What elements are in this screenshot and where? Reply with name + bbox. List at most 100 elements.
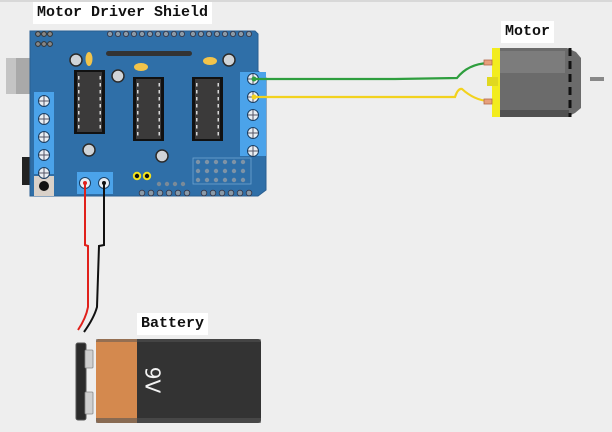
ic-pin xyxy=(99,97,101,101)
grid-pins xyxy=(195,159,246,183)
ic-pin xyxy=(217,104,219,108)
grid-pin xyxy=(195,159,201,165)
header-pin xyxy=(147,189,155,197)
battery-edge-top xyxy=(96,339,261,342)
digital-header-pins xyxy=(107,30,252,37)
ic-pin xyxy=(78,111,80,115)
motor-terminal-1 xyxy=(483,59,493,66)
header-pin xyxy=(213,30,220,37)
ic-pin xyxy=(217,83,219,87)
header-pin xyxy=(162,30,169,37)
header-pin xyxy=(115,30,122,37)
battery-clip xyxy=(75,342,87,421)
grid-pin xyxy=(195,168,201,174)
header-pin xyxy=(156,181,162,187)
motor-brush-holder xyxy=(487,77,498,86)
header-pin xyxy=(209,189,217,197)
header-pin xyxy=(237,30,244,37)
header-pin xyxy=(107,30,114,37)
ic-pin xyxy=(217,90,219,94)
grid-pin xyxy=(231,159,237,165)
ic-pin xyxy=(217,111,219,115)
motor-wire-green[interactable] xyxy=(254,61,489,81)
wires xyxy=(77,61,489,333)
ic-pin xyxy=(137,118,139,122)
header-pin xyxy=(218,189,226,197)
grid-pin xyxy=(240,177,246,183)
ic-pin xyxy=(196,132,198,136)
motor-driver-shield[interactable] xyxy=(6,30,267,197)
ic-pin xyxy=(78,97,80,101)
battery-terminal-negative xyxy=(84,391,94,415)
grid-pin xyxy=(222,159,228,165)
motor-body-shadow xyxy=(499,110,569,117)
ic-pin xyxy=(158,125,160,129)
header-pin xyxy=(174,189,182,197)
ic-pin xyxy=(78,104,80,108)
servo-header-grid xyxy=(192,157,252,185)
ic-pin xyxy=(196,90,198,94)
ic-pin xyxy=(158,83,160,87)
header-pin xyxy=(183,189,191,197)
left-terminal-screws xyxy=(38,95,50,179)
battery-wire-red[interactable] xyxy=(77,183,89,331)
header-pin xyxy=(138,189,146,197)
ic-pin xyxy=(196,83,198,87)
battery-wire-black[interactable] xyxy=(83,183,105,333)
ic-pin xyxy=(196,111,198,115)
ic-pin xyxy=(137,83,139,87)
grid-pin xyxy=(222,177,228,183)
grid-pin xyxy=(240,168,246,174)
ic-pin xyxy=(217,132,219,136)
ic-pin xyxy=(158,104,160,108)
ic-pin xyxy=(196,125,198,129)
ic-pin xyxy=(217,118,219,122)
shield-label: Motor Driver Shield xyxy=(33,2,213,24)
ceramic-caps xyxy=(85,52,217,71)
ic-pin xyxy=(99,83,101,87)
ic-pin xyxy=(99,104,101,108)
header-pin xyxy=(229,30,236,37)
header-pin xyxy=(130,30,137,37)
dc-motor[interactable] xyxy=(483,48,604,117)
ic-pin xyxy=(78,90,80,94)
grid-pin xyxy=(222,168,228,174)
motor-shaft xyxy=(590,77,604,81)
ic-pin xyxy=(196,118,198,122)
ic-pin xyxy=(99,118,101,122)
analog-power-header-pins xyxy=(138,181,253,197)
header-pin xyxy=(164,181,170,187)
header-pin xyxy=(205,30,212,37)
ic-pin xyxy=(99,90,101,94)
ic-pin xyxy=(137,90,139,94)
servo-headers xyxy=(35,31,53,47)
ic-pin xyxy=(217,97,219,101)
grid-pin xyxy=(213,177,219,183)
header-pin xyxy=(245,189,253,197)
ic-pin xyxy=(78,118,80,122)
ic-pin xyxy=(137,125,139,129)
ic-pin xyxy=(158,118,160,122)
battery-edge-bottom xyxy=(96,418,261,423)
ic-pin xyxy=(158,111,160,115)
battery-9v[interactable]: 9V xyxy=(75,339,261,423)
grid-pin xyxy=(213,159,219,165)
ic-pin xyxy=(217,125,219,129)
header-pin xyxy=(138,30,145,37)
usb-connector-highlight xyxy=(6,58,16,94)
ic-chip-1 xyxy=(74,70,105,134)
header-pin xyxy=(178,30,185,37)
header-pin xyxy=(172,181,178,187)
capacitors xyxy=(69,53,236,163)
ic-pin xyxy=(78,76,80,80)
ic-chip-3 xyxy=(192,77,223,141)
grid-pin xyxy=(240,159,246,165)
ic-pin xyxy=(78,125,80,129)
ic-chip-2 xyxy=(133,77,164,141)
motor-wire-yellow[interactable] xyxy=(254,87,489,103)
header-pin xyxy=(221,30,228,37)
ic-pins xyxy=(78,76,219,136)
motor-terminal-2 xyxy=(483,98,493,105)
